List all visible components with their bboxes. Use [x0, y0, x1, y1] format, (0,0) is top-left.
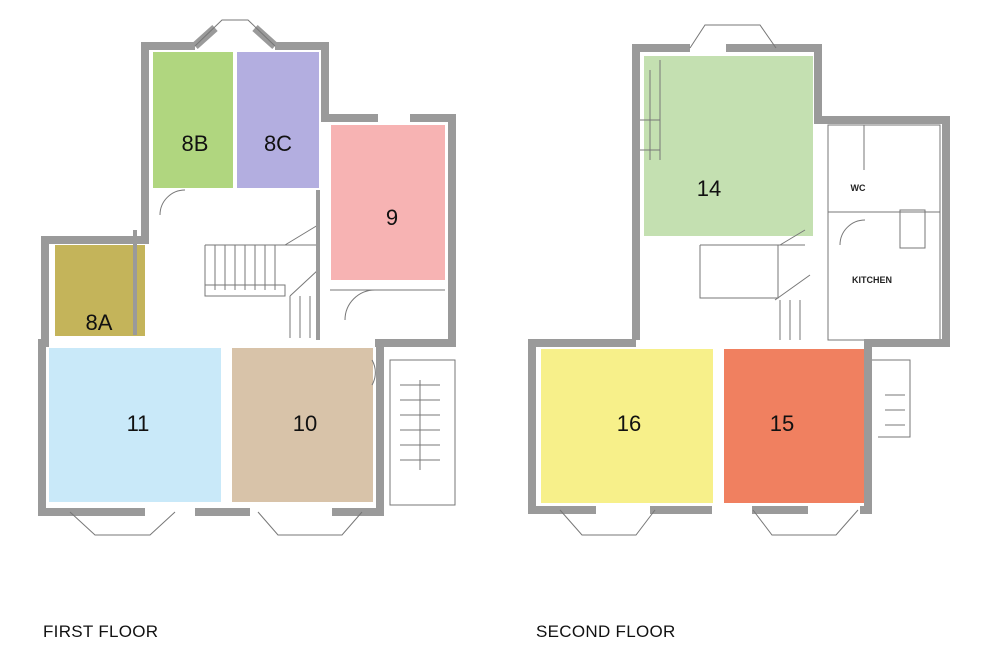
room-label-14: 14	[697, 176, 721, 201]
room-label-16: 16	[617, 411, 641, 436]
room-11	[49, 348, 221, 502]
first-floor-plan	[38, 19, 456, 536]
room-10	[232, 348, 373, 502]
room-label-8a: 8A	[86, 310, 113, 335]
room-label-8b: 8B	[182, 131, 209, 156]
room-8a	[55, 245, 145, 336]
wc-label: WC	[851, 183, 866, 193]
room-9	[331, 125, 445, 280]
kitchen-label: KITCHEN	[852, 275, 892, 285]
room-label-11: 11	[127, 411, 150, 436]
first-floor-title: FIRST FLOOR	[43, 622, 159, 641]
room-label-15: 15	[770, 411, 794, 436]
room-8b	[153, 52, 233, 188]
room-8c	[237, 52, 319, 188]
room-16	[541, 349, 713, 503]
second-floor-plan	[528, 24, 950, 536]
second-floor-title: SECOND FLOOR	[536, 622, 676, 641]
room-label-9: 9	[386, 205, 398, 230]
room-15	[724, 349, 864, 503]
room-label-8c: 8C	[264, 131, 292, 156]
stairs	[159, 189, 456, 506]
room-14	[644, 56, 813, 236]
room-label-10: 10	[293, 411, 317, 436]
